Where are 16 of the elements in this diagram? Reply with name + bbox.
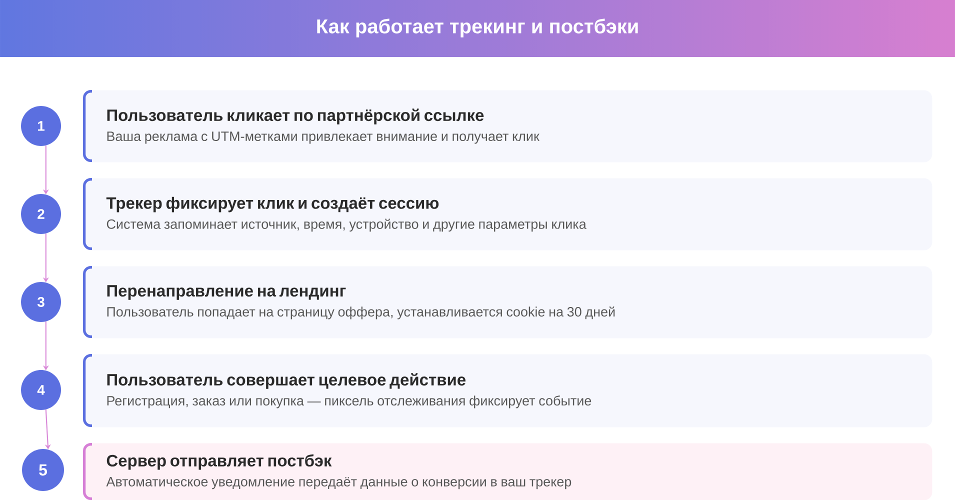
step-title: Пользователь кликает по партнёрской ссылке — [107, 108, 484, 124]
step-card — [83, 90, 932, 162]
title: Как работает трекинг и постбэки — [317, 18, 638, 38]
step-title: Пользователь совершает целевое действие — [107, 373, 466, 389]
step-card — [83, 443, 932, 500]
step-card — [83, 266, 932, 338]
step-title: Трекер фиксирует клик и создаёт сессию — [106, 196, 439, 212]
step-description: Ваша реклама с UTM-метками привлекает внимание и получает клик — [107, 132, 540, 144]
step-title: Сервер отправляет постбэк — [106, 454, 332, 470]
step-title: Перенаправление на лендинг — [107, 285, 346, 300]
step-card — [83, 178, 932, 250]
step-description: Система запоминает источник, время, устройство и другие параметры клика — [106, 218, 586, 232]
step-description: Регистрация, заказ или покупка — пиксель отслеживания фиксирует событие — [107, 396, 592, 408]
step-description: Пользователь попадает на страницу оффера, устанавливается cookie на 30 дней — [107, 306, 615, 320]
step-description: Автоматическое уведомление передаёт данные о конверсии в ваш трекер — [106, 477, 572, 490]
step-card — [83, 354, 932, 428]
